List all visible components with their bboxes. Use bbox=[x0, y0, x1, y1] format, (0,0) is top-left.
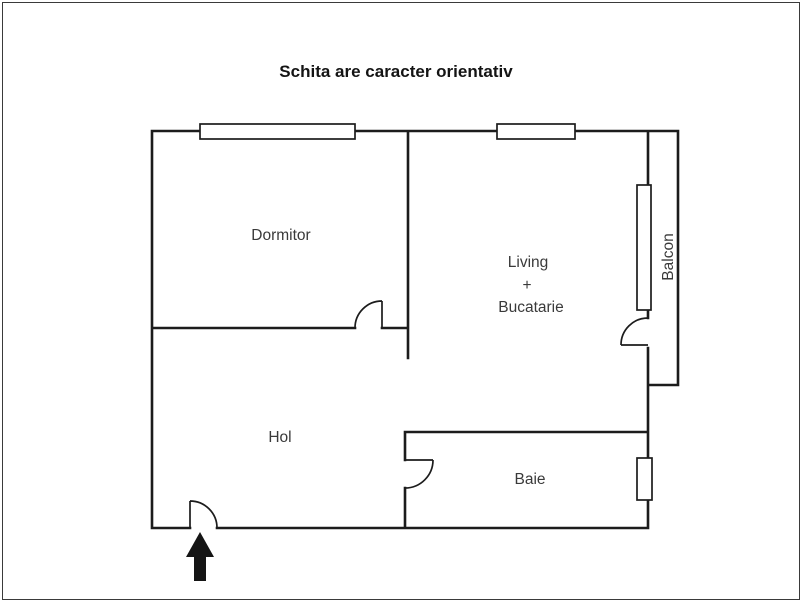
room-label-balcon: Balcon bbox=[660, 233, 677, 280]
room-label-hol: Hol bbox=[268, 429, 291, 446]
entrance-arrow-icon bbox=[186, 532, 214, 581]
window-symbol-dormitor bbox=[199, 123, 356, 140]
door-arc-entrance bbox=[189, 500, 218, 529]
room-label-living: Living bbox=[508, 254, 549, 271]
room-label-dormitor: Dormitor bbox=[251, 227, 310, 244]
room-label-bucatarie: Bucatarie bbox=[498, 299, 563, 316]
door-arc-dormitor bbox=[354, 300, 383, 329]
walls bbox=[150, 129, 680, 530]
window-symbol-balcon bbox=[636, 184, 652, 311]
door-arc-baie bbox=[404, 459, 434, 489]
window-symbol-living bbox=[496, 123, 576, 140]
room-label-plus: + bbox=[522, 277, 531, 294]
window-symbol-baie bbox=[636, 457, 653, 501]
disclaimer-title: Schita are caracter orientativ bbox=[279, 62, 513, 81]
door-arc-balcon bbox=[620, 317, 649, 346]
room-label-baie: Baie bbox=[514, 471, 545, 488]
